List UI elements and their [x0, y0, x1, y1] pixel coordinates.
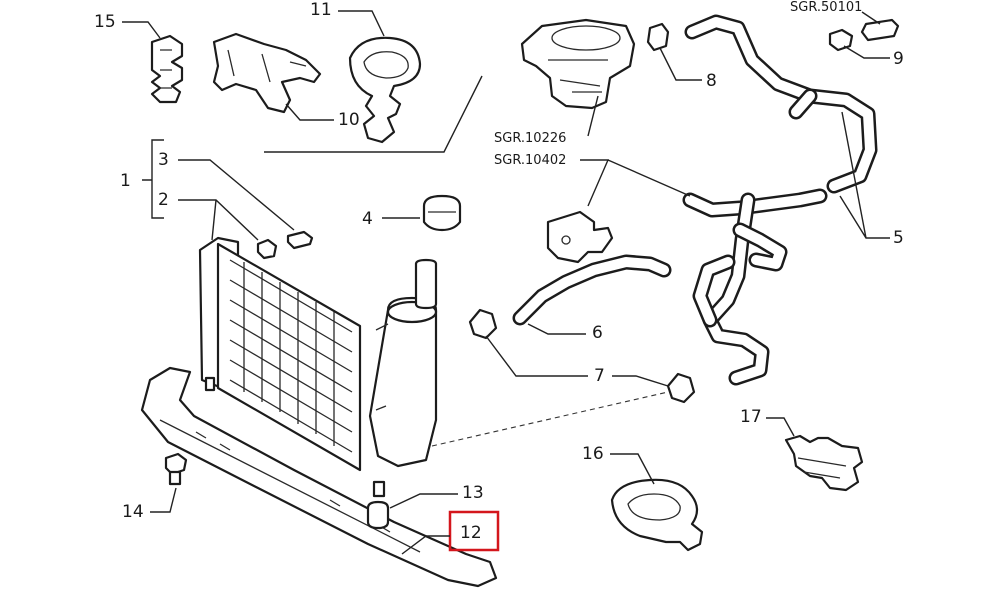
- thermostat-housing: [546, 210, 614, 264]
- leader-6: [527, 323, 586, 335]
- reference-sgr-10226: SGR.10226: [494, 131, 566, 146]
- group-bracket-1: [142, 139, 164, 219]
- part-14-bolt: [164, 452, 188, 486]
- leader-5: [839, 111, 890, 239]
- leader-9: [843, 45, 890, 59]
- leader-10: [285, 103, 334, 121]
- callout-label-5: 5: [893, 228, 904, 248]
- leader-sgr-10226: [587, 95, 599, 137]
- leader-8: [659, 47, 702, 81]
- callout-label-6: 6: [592, 323, 603, 343]
- upper-hose: [684, 14, 878, 194]
- group-bracket-upper: [264, 75, 483, 153]
- part-7-clamps: [468, 308, 696, 404]
- part-6-hose: [512, 254, 672, 326]
- part-4-cap: [422, 194, 462, 232]
- leader-13: [389, 493, 458, 509]
- callout-label-9: 9: [893, 49, 904, 69]
- leader-2b: [211, 199, 217, 241]
- leader-12: [401, 535, 450, 555]
- part-17-clip: [784, 434, 864, 492]
- leader-17: [766, 417, 795, 437]
- callout-label-15: 15: [94, 12, 116, 32]
- leader-sgr-50101: [861, 11, 881, 25]
- callout-label-8: 8: [706, 71, 717, 91]
- reference-sgr-10402: SGR.10402: [494, 153, 566, 168]
- callout-label-16: 16: [582, 444, 604, 464]
- part-10-bracket: [212, 32, 322, 114]
- part-5-hose-assembly: [682, 188, 828, 386]
- leader-11: [338, 10, 385, 37]
- part-9-clamp: [828, 18, 900, 52]
- callout-label-17: 17: [740, 407, 762, 427]
- leader-sgr-10402: [580, 159, 691, 207]
- reference-sgr-50101: SGR.50101: [790, 0, 862, 15]
- callout-label-2: 2: [158, 190, 169, 210]
- callout-label-3: 3: [158, 150, 169, 170]
- callout-label-14: 14: [122, 502, 144, 522]
- highlight-box-12: [448, 510, 500, 552]
- callout-label-7: 7: [594, 366, 605, 386]
- part-2-nut: [256, 238, 278, 260]
- part-11-clip: [348, 36, 422, 144]
- callout-label-10: 10: [338, 110, 360, 130]
- part-1-radiator: [198, 236, 438, 498]
- callout-label-4: 4: [362, 209, 373, 229]
- part-13-mount: [366, 500, 390, 530]
- leader-2: [178, 199, 259, 241]
- part-16-clip: [610, 478, 704, 552]
- leader-7: [485, 335, 669, 387]
- part-3-bleed-screw: [286, 230, 314, 250]
- leader-15: [122, 21, 161, 39]
- part-8-clamp: [646, 22, 670, 52]
- leader-14: [150, 487, 177, 513]
- callout-label-1: 1: [120, 171, 131, 191]
- callout-label-11: 11: [310, 0, 332, 20]
- part-12-crossmember: [140, 366, 498, 588]
- carburetor-assembly: [520, 18, 636, 110]
- callout-label-12: 12: [460, 523, 482, 543]
- dashed-reference-line: [431, 391, 669, 447]
- part-15-clip: [150, 34, 184, 104]
- callout-label-13: 13: [462, 483, 484, 503]
- leader-16: [610, 453, 655, 485]
- leader-3: [178, 159, 295, 231]
